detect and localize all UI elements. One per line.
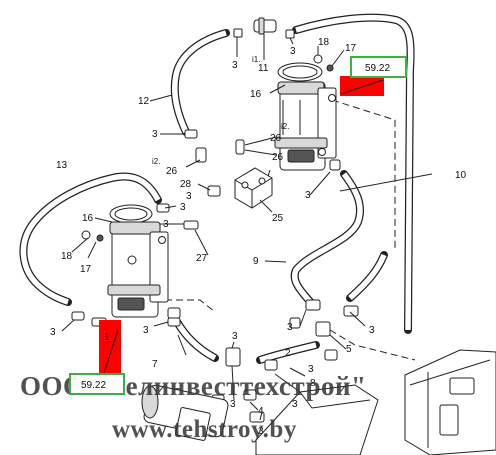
lower-filter-assembly [107,204,169,318]
callout-7: 7 [152,359,158,370]
callout-3: 3 [308,364,314,375]
callout-3: 3 [50,327,56,338]
callout-18: 18 [61,251,73,262]
callout-2: 2 [285,348,291,359]
callout-26: 26 [270,133,282,144]
hose-13 [19,172,162,306]
callout-26: 26 [166,166,178,177]
callout-3: 3 [143,325,149,336]
callout-18: 18 [318,37,330,48]
reference-bottom[interactable]: 59.22 [69,373,125,395]
callout-13: 13 [56,160,68,171]
callout-3: 3 [290,46,296,57]
bottom-cylinder [141,384,229,441]
hose-upper-right [346,251,388,302]
callout-3: 3 [258,426,264,437]
callout-3: 3 [292,399,298,410]
bottom-right-housing [404,349,496,455]
callouts: 3 11 i1. 3 18 17 16 12 3 i2. 26 26 i2. 2… [50,37,467,437]
reference-bottom-label: 59.22 [81,380,106,391]
callout-26: 26 [272,152,284,163]
hose-12 [170,29,230,136]
callout-25: 25 [272,213,284,224]
callout-3: 3 [287,322,293,333]
callout-3: 3 [232,60,238,71]
callout-8: 8 [310,378,316,389]
red-highlight-bottom [99,320,121,378]
fittings [71,17,359,429]
callout-3: 3 [230,399,236,410]
callout-3: 3 [163,219,169,230]
hose-lower [256,341,320,364]
reference-top[interactable]: 59.22 [350,56,407,78]
valve-block-25 [234,167,273,209]
callout-3: 3 [180,202,186,213]
callout-4: 4 [258,406,264,417]
callout-28: 28 [180,179,192,190]
red-highlights [99,76,384,378]
marker-i2: i2. [152,157,160,166]
callout-1: 1 [104,332,110,343]
callout-3: 3 [186,191,192,202]
callout-12: 12 [138,96,150,107]
callout-16: 16 [250,89,262,100]
callout-3: 3 [152,129,158,140]
callout-5: 5 [346,344,352,355]
leader-lines [61,34,433,421]
callout-17: 17 [345,43,357,54]
callout-3: 3 [369,325,375,336]
callout-9: 9 [253,256,259,267]
red-highlight-top [340,76,384,96]
hose-7 [172,316,219,362]
callout-17: 17 [80,264,92,275]
upper-filter-assembly [274,62,337,171]
hose-10 [292,13,415,334]
watermark-url: www.tehstroy.by [112,416,297,443]
callout-3: 3 [305,190,311,201]
callout-10: 10 [455,170,467,181]
callout-27: 27 [196,253,208,264]
callout-11: 11 [258,63,269,74]
hose-9 [290,170,365,308]
marker-i2: i2. [281,122,289,131]
callout-16: 16 [82,213,94,224]
marker-i1: i1. [252,55,260,64]
callout-3: 3 [232,331,238,342]
reference-top-label: 59.22 [365,63,390,74]
